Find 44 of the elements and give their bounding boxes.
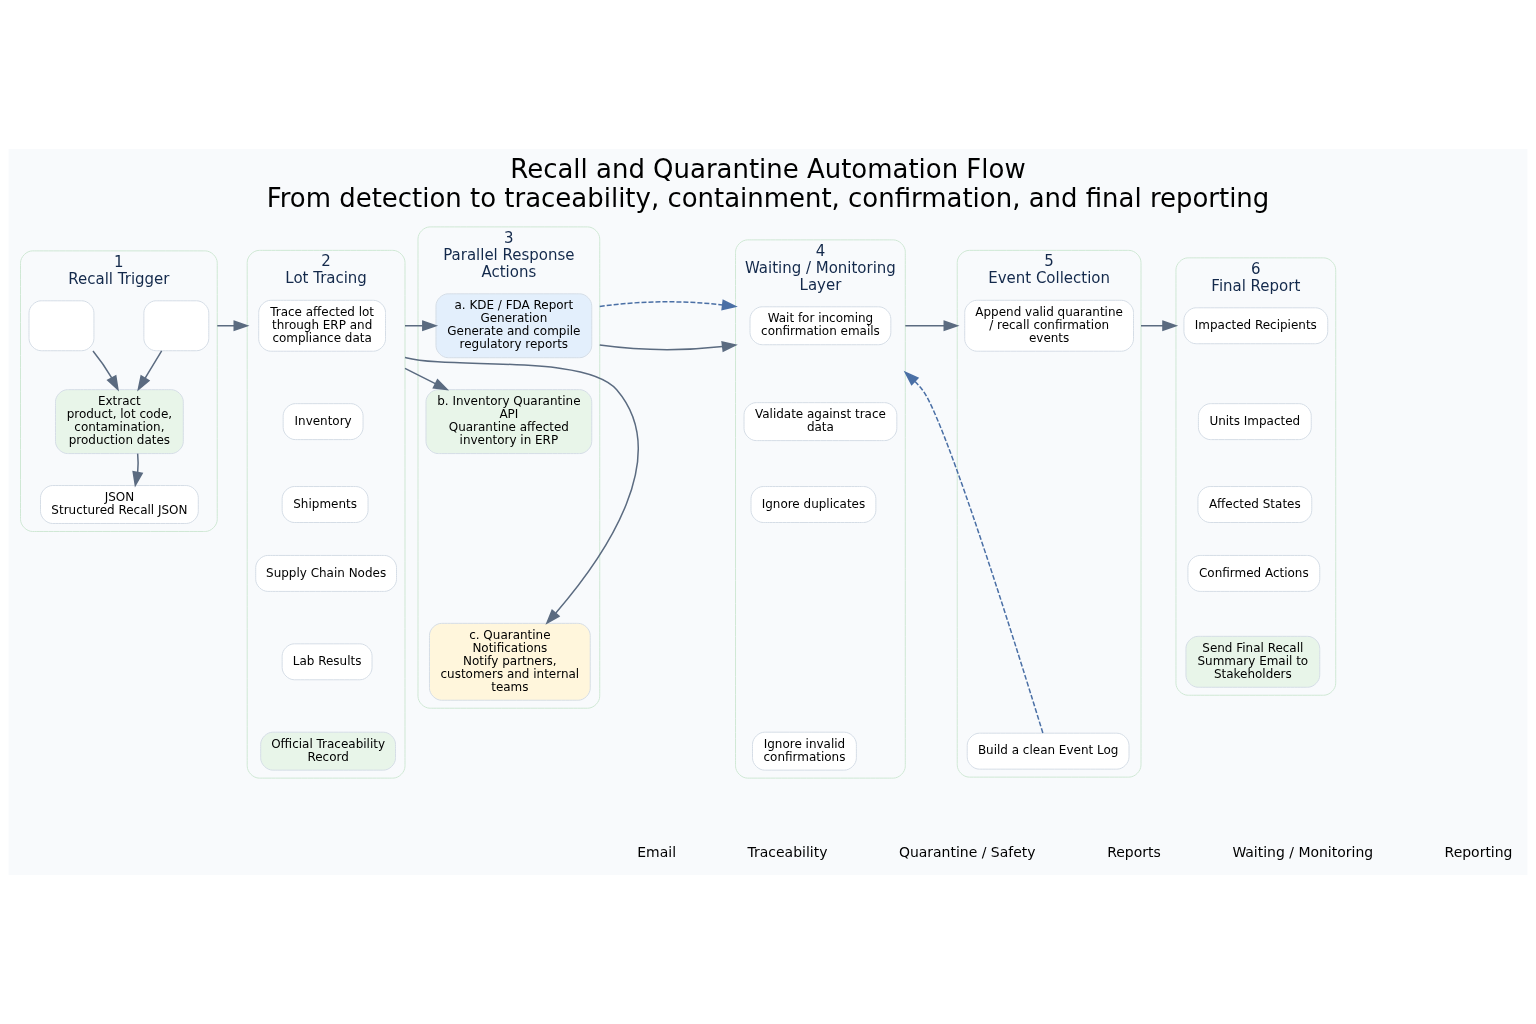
node-box: Build a clean Event Log <box>966 732 1130 770</box>
legend-label: Reports <box>1107 843 1161 860</box>
node-box: Shipments <box>281 486 369 523</box>
arrow <box>92 350 119 392</box>
node-box: Official Traceability Record <box>260 731 396 771</box>
caption: From detection to traceability, containment, confirmation, and final reporting <box>266 182 1270 213</box>
arrow <box>137 350 163 392</box>
arrow <box>599 299 738 311</box>
arrow <box>404 320 439 332</box>
arrow <box>599 341 738 353</box>
node-box: Wait for incoming confirmation emails <box>749 306 892 346</box>
node-box: Ignore invalid confirmations <box>752 731 857 771</box>
node-box <box>143 300 210 352</box>
node-box: b. Inventory Quarantine API Quarantine affected inventory in ERP <box>425 389 593 455</box>
legend-label: Waiting / Monitoring <box>1232 843 1374 860</box>
arrow <box>903 370 1044 734</box>
node-box: Affected States <box>1197 486 1313 523</box>
node-box: Supply Chain Nodes <box>255 554 397 592</box>
arrow <box>1140 320 1179 332</box>
node-box: Ignore duplicates <box>750 486 877 523</box>
arrow <box>404 356 639 625</box>
arrow <box>216 320 250 332</box>
node-box: Validate against trace data <box>743 402 898 442</box>
arrow <box>904 320 960 332</box>
legend-label: Email <box>637 843 677 860</box>
node-box: Impacted Recipients <box>1183 307 1329 345</box>
node-box: Extract product, lot code, contamination, production dates <box>55 389 184 455</box>
diagram-title: Recall and Quarantine Automation Flow <box>510 153 1026 184</box>
legend-label: Reporting <box>1444 843 1513 860</box>
arrow <box>132 452 144 488</box>
node-box: a. KDE / FDA Report Generation Generate and compile regulatory reports <box>435 293 593 359</box>
node-box <box>28 300 95 352</box>
legend-label: Traceability <box>747 843 828 860</box>
node-box: Lab Results <box>281 643 373 681</box>
node-box: JSON Structured Recall JSON <box>40 485 199 524</box>
node-box: Confirmed Actions <box>1187 554 1321 592</box>
node-box: Append valid quarantine / recall confirmation events <box>964 299 1134 352</box>
node-box: c. Quarantine Notifications Notify partners, customers and internal teams <box>428 622 591 701</box>
node-box: Trace affected lot through ERP and compliance data <box>258 299 387 352</box>
arrow <box>404 367 450 391</box>
legend-label: Quarantine / Safety <box>898 843 1036 860</box>
node-box: Send Final Recall Summary Email to Stakeholders <box>1185 635 1321 688</box>
node-box: Inventory <box>282 403 364 441</box>
node-box: Units Impacted <box>1197 403 1312 441</box>
